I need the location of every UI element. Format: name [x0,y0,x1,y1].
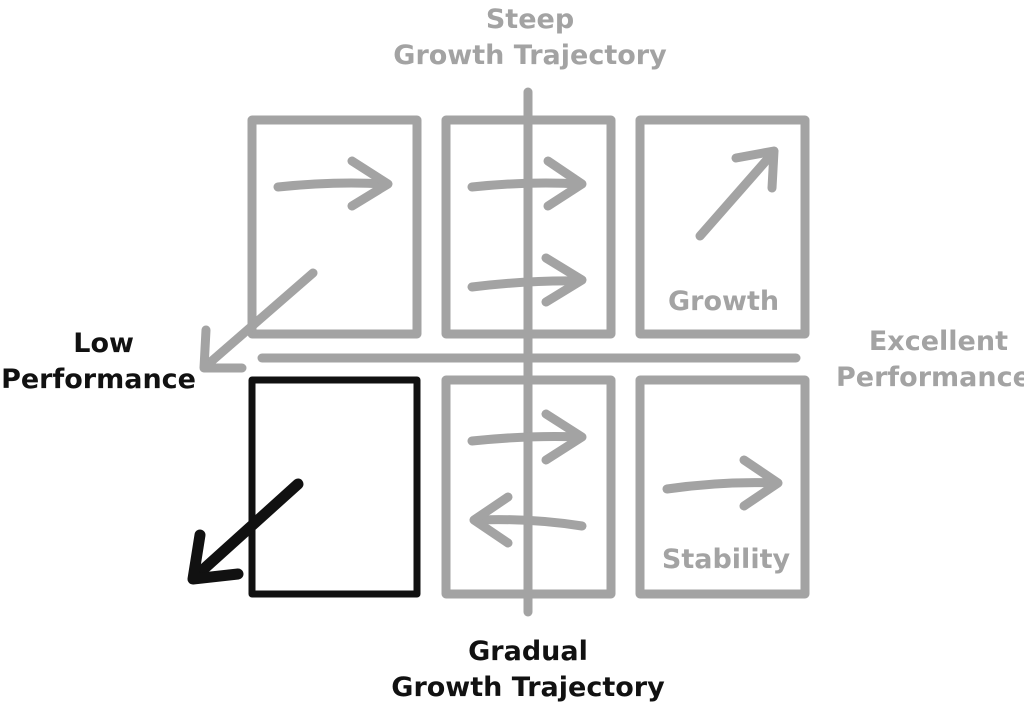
arrow-up-right-icon [695,146,779,241]
label-low-performance: Low Performance [0,326,210,398]
label-line: Performance [836,362,1024,393]
arrow-right-icon [467,156,587,211]
label-line: Steep [485,4,575,35]
label-line: Gradual [468,636,588,667]
arrow-right-icon [662,455,783,511]
label-steep-growth-trajectory: Steep Growth Trajectory [380,2,680,74]
label-line: Growth Trajectory [393,40,667,71]
box-top-right [635,115,810,339]
label-growth: Growth [668,286,780,317]
arrow-down-left-icon [199,268,318,373]
box-bottom-middle [441,375,616,599]
arrow-right-icon [467,253,587,307]
label-excellent-performance: Excellent Performance [836,324,1024,396]
label-stability: Stability [661,544,791,575]
box-bottom-left-highlighted [248,376,421,598]
arrow-down-left-bold-icon [187,478,304,585]
label-line: Excellent [868,326,1008,357]
arrow-left-icon [469,492,587,548]
label-gradual-growth-trajectory: Gradual Growth Trajectory [378,634,678,706]
label-line: Performance [1,364,196,395]
arrow-right-icon [273,156,393,211]
label-line: Growth Trajectory [391,672,665,703]
box-top-middle [441,115,616,339]
box-top-left [247,115,422,339]
label-line: Low [73,328,134,359]
arrow-right-icon [467,409,587,465]
box-bottom-right [635,375,810,599]
